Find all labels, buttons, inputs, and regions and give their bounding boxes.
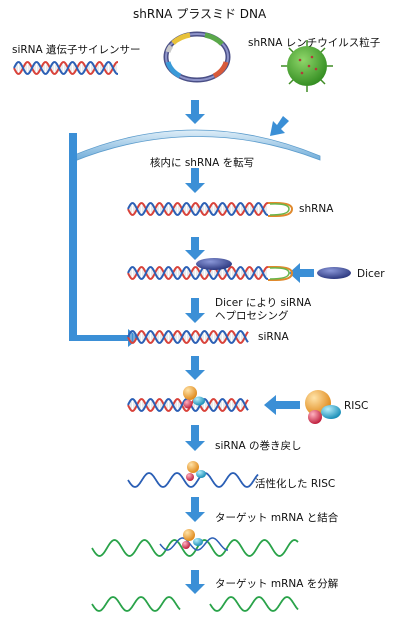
cleaved-mrna — [91, 596, 299, 612]
helix-strand-red — [127, 398, 249, 412]
risc-complex-icon — [305, 390, 341, 424]
step-transcription-label: 核内に shRNA を転写 — [150, 157, 255, 169]
risc-label: RISC — [344, 400, 369, 412]
shrna-transcript — [127, 202, 294, 217]
helix-strand-blue — [13, 61, 118, 75]
sirna-label: siRNA — [258, 331, 289, 343]
helix-strand-blue — [127, 266, 268, 280]
sirna-risc-complex — [127, 386, 249, 412]
lentivirus-particle-icon — [281, 40, 333, 92]
step-dicer-line-2: ヘプロセシング — [215, 310, 289, 322]
step-unwind-label: siRNA の巻き戻し — [215, 440, 302, 452]
shrna-label: shRNA — [299, 203, 334, 215]
target-mrna-binding — [91, 529, 299, 557]
helix-strand-red — [13, 61, 118, 75]
lentivirus-label: shRNA レンチウイルス粒子 — [248, 37, 381, 49]
diagram-title: shRNA プラスミド DNA — [133, 7, 267, 21]
plasmid-icon — [163, 31, 231, 83]
step-dicer-line-1: Dicer により siRNA — [215, 297, 312, 309]
dicer-enzyme-icon — [317, 267, 351, 279]
step-dicer-label: Dicer により siRNA ヘプロセシング — [215, 297, 311, 323]
step-cleave-label: ターゲット mRNA を分解 — [215, 578, 339, 590]
top-left-dna-helix — [13, 61, 118, 75]
activated-risc-label: 活性化した RISC — [255, 478, 336, 490]
dicer-label: Dicer — [357, 268, 385, 280]
helix-strand-red — [127, 330, 249, 344]
step-bind-label: ターゲット mRNA と結合 — [215, 512, 339, 524]
shrna-dicer-complex — [127, 258, 294, 281]
cell-membrane — [71, 129, 321, 163]
gene-silencer-label: siRNA 遺伝子サイレンサー — [12, 44, 141, 56]
helix-strand-blue — [127, 330, 249, 344]
helix-strand-blue — [127, 202, 268, 216]
activated-risc-strand — [127, 461, 259, 488]
sirna-duplex — [127, 330, 249, 344]
flow-arrows — [69, 100, 314, 594]
